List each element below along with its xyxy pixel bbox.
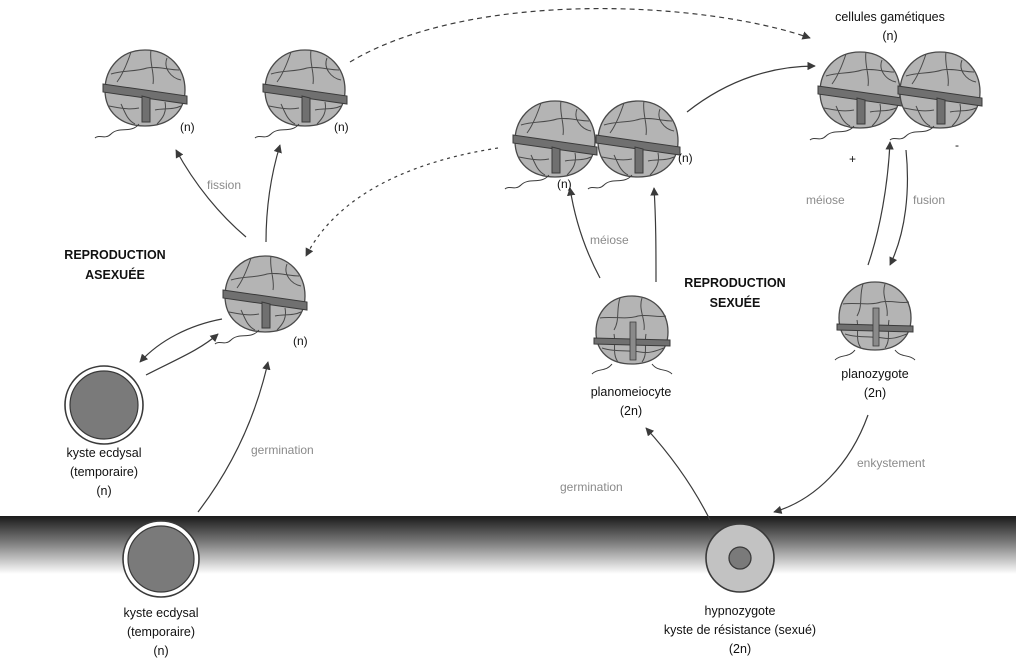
process-fission: fission bbox=[207, 178, 242, 192]
mating-type-plus: + bbox=[849, 152, 857, 166]
process-enkystement: enkystement bbox=[857, 456, 926, 470]
vegetative-cell bbox=[214, 255, 308, 345]
hypnozygote-cyst bbox=[705, 523, 775, 593]
arrow-germination-right bbox=[645, 427, 711, 521]
daughter-cell-left bbox=[94, 49, 188, 139]
process-meiose-right: méiose bbox=[806, 193, 845, 207]
process-germination-right: germination bbox=[560, 480, 623, 494]
arrow-germination-left bbox=[197, 361, 271, 513]
gamete-cell-plus bbox=[809, 51, 903, 141]
arrow-fission-right bbox=[265, 144, 282, 243]
process-meiose-left: méiose bbox=[590, 233, 629, 247]
arrow-to-ecdysal-cyst bbox=[139, 318, 223, 363]
arrow-meiotic-to-gametes bbox=[686, 61, 816, 113]
arrow-enkystement bbox=[773, 414, 869, 514]
arrow-meiose-left bbox=[567, 187, 601, 279]
cycle-arrows bbox=[139, 7, 909, 521]
ecdysal-cyst-upper bbox=[64, 365, 144, 445]
label-ecdysal-cyst-lower: kyste ecdysal(temporaire)(n) bbox=[123, 606, 199, 658]
arrow-from-ecdysal-cyst bbox=[145, 333, 219, 376]
ecdysal-cyst-lower bbox=[122, 520, 200, 598]
gamete-cell-minus bbox=[889, 51, 983, 141]
process-fusion: fusion bbox=[913, 193, 946, 207]
ploidy-meiotic-bottom: (n) bbox=[557, 177, 572, 191]
label-ecdysal-cyst-upper: kyste ecdysal(temporaire)(n) bbox=[66, 446, 142, 498]
ploidy-daughter-right: (n) bbox=[334, 120, 349, 134]
ploidy-vegetative: (n) bbox=[293, 334, 308, 348]
label-planomeiocyte: planomeiocyte(2n) bbox=[590, 385, 672, 418]
process-germination-left: germination bbox=[251, 443, 314, 457]
arrow-meiotic-to-vegetative bbox=[305, 147, 499, 257]
meiotic-cell-right bbox=[587, 100, 681, 190]
mating-type-minus: - bbox=[955, 138, 959, 152]
planozygote-cell bbox=[834, 281, 916, 361]
label-planozygote: planozygote(2n) bbox=[841, 367, 909, 400]
ploidy-daughter-left: (n) bbox=[180, 120, 195, 134]
label-gametic-cells: cellules gamétiques(n) bbox=[835, 10, 945, 43]
meiotic-cell-left bbox=[504, 100, 598, 190]
arrow-planozygote-up bbox=[867, 141, 894, 266]
arrow-to-gametes-dashed bbox=[349, 7, 811, 63]
planomeiocyte-cell bbox=[591, 295, 673, 375]
arrow-fusion-down bbox=[889, 149, 909, 266]
arrow-meiose-center bbox=[650, 187, 659, 283]
arrow-fission-left bbox=[175, 149, 247, 238]
ploidy-meiotic-right: (n) bbox=[678, 151, 693, 165]
